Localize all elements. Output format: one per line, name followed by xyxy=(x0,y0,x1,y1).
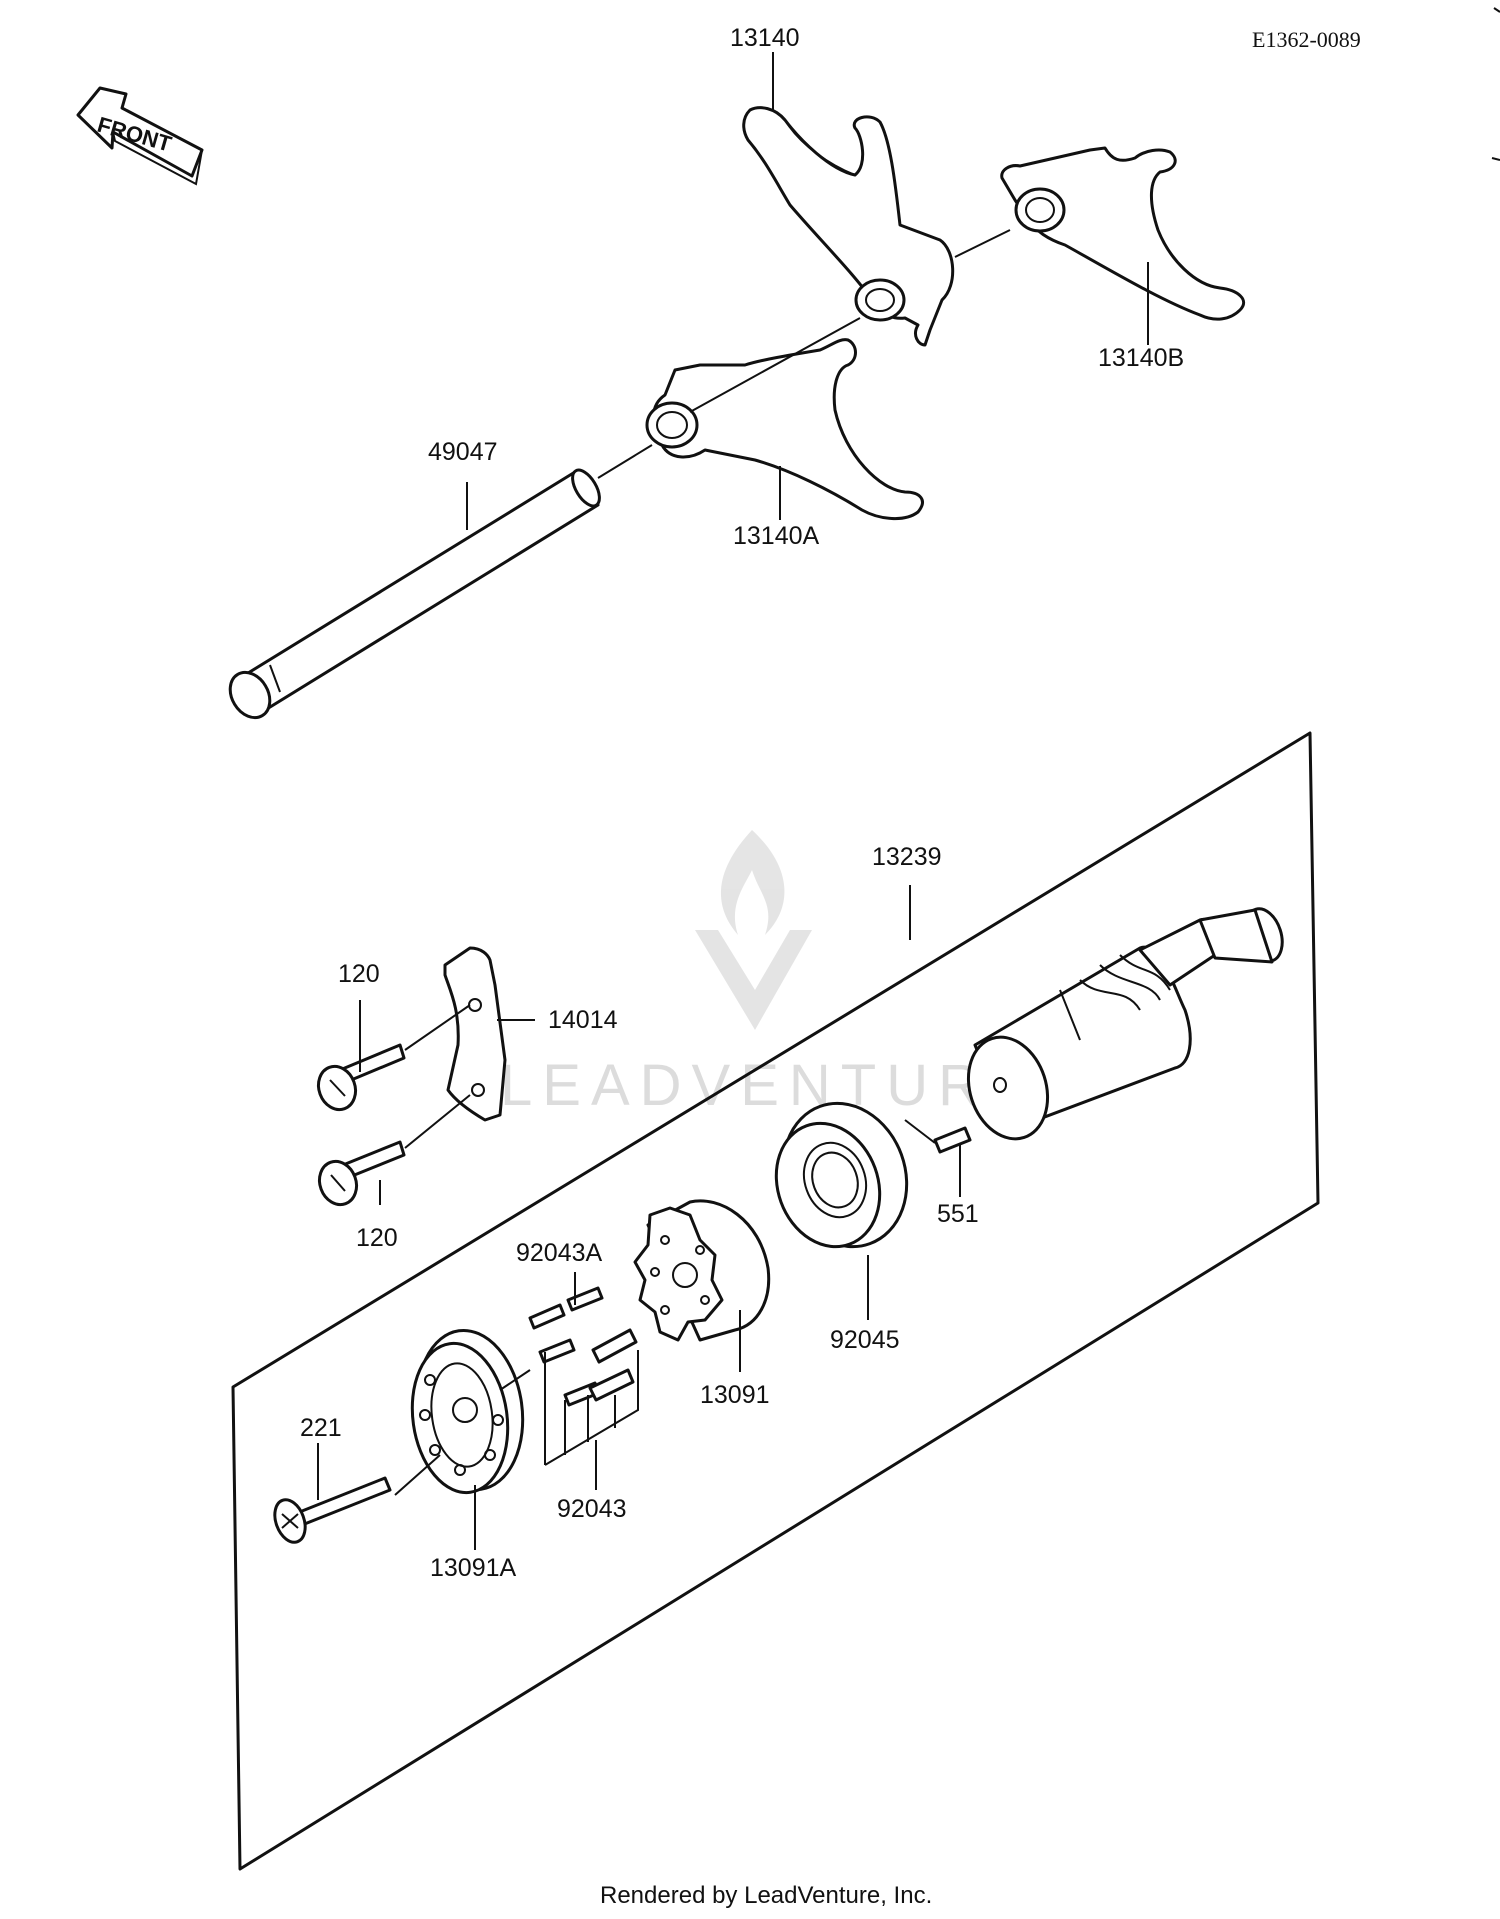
callout-221: 221 xyxy=(300,1414,342,1442)
diagram-reference-code: E1362-0089 xyxy=(1252,27,1361,52)
callout-14014: 14014 xyxy=(548,1006,618,1034)
edge-mark-bottom xyxy=(1491,157,1500,161)
plate-13091a-icon xyxy=(410,1328,525,1495)
edge-mark-top xyxy=(1493,7,1500,13)
callout-13140b: 13140B xyxy=(1098,344,1184,372)
shift-rod-49047-icon xyxy=(228,468,601,720)
axis-line-top xyxy=(597,229,1011,479)
bolt-120-top-icon xyxy=(316,1043,406,1112)
watermark: LEADVENTURE xyxy=(500,830,1029,1118)
shift-fork-13140b-icon xyxy=(1000,146,1246,321)
pins-92043-icon xyxy=(528,1286,639,1466)
callout-92043: 92043 xyxy=(557,1495,627,1523)
front-arrow-icon: FRONT xyxy=(76,86,204,186)
stopper-14014-icon xyxy=(443,946,507,1122)
shift-drum-13239-icon xyxy=(966,907,1284,1141)
bolt-120-bottom-icon xyxy=(317,1140,406,1207)
callout-13140a: 13140A xyxy=(733,522,820,550)
callout-551: 551 xyxy=(937,1200,979,1228)
shift-fork-13140a-icon xyxy=(645,338,924,520)
callout-13140: 13140 xyxy=(730,24,800,52)
callout-120-top: 120 xyxy=(338,960,380,988)
leader-lines xyxy=(317,52,1149,1550)
bearing-92045-icon xyxy=(774,1101,909,1249)
callout-92045: 92045 xyxy=(830,1326,900,1354)
callout-120-bottom: 120 xyxy=(356,1224,398,1252)
callout-13091a: 13091A xyxy=(430,1554,517,1582)
callout-49047: 49047 xyxy=(428,438,498,466)
footer-credit: Rendered by LeadVenture, Inc. xyxy=(600,1882,932,1909)
shift-fork-13140-icon xyxy=(742,106,955,347)
screw-221-icon xyxy=(273,1476,392,1544)
callout-92043a: 92043A xyxy=(516,1239,603,1267)
assembly-frame xyxy=(231,731,1320,1871)
axis-line-lower xyxy=(394,1004,936,1496)
cam-13091-icon xyxy=(633,1199,771,1342)
callout-13091: 13091 xyxy=(700,1381,770,1409)
pin-551-icon xyxy=(933,1126,972,1154)
callout-13239: 13239 xyxy=(872,843,942,871)
